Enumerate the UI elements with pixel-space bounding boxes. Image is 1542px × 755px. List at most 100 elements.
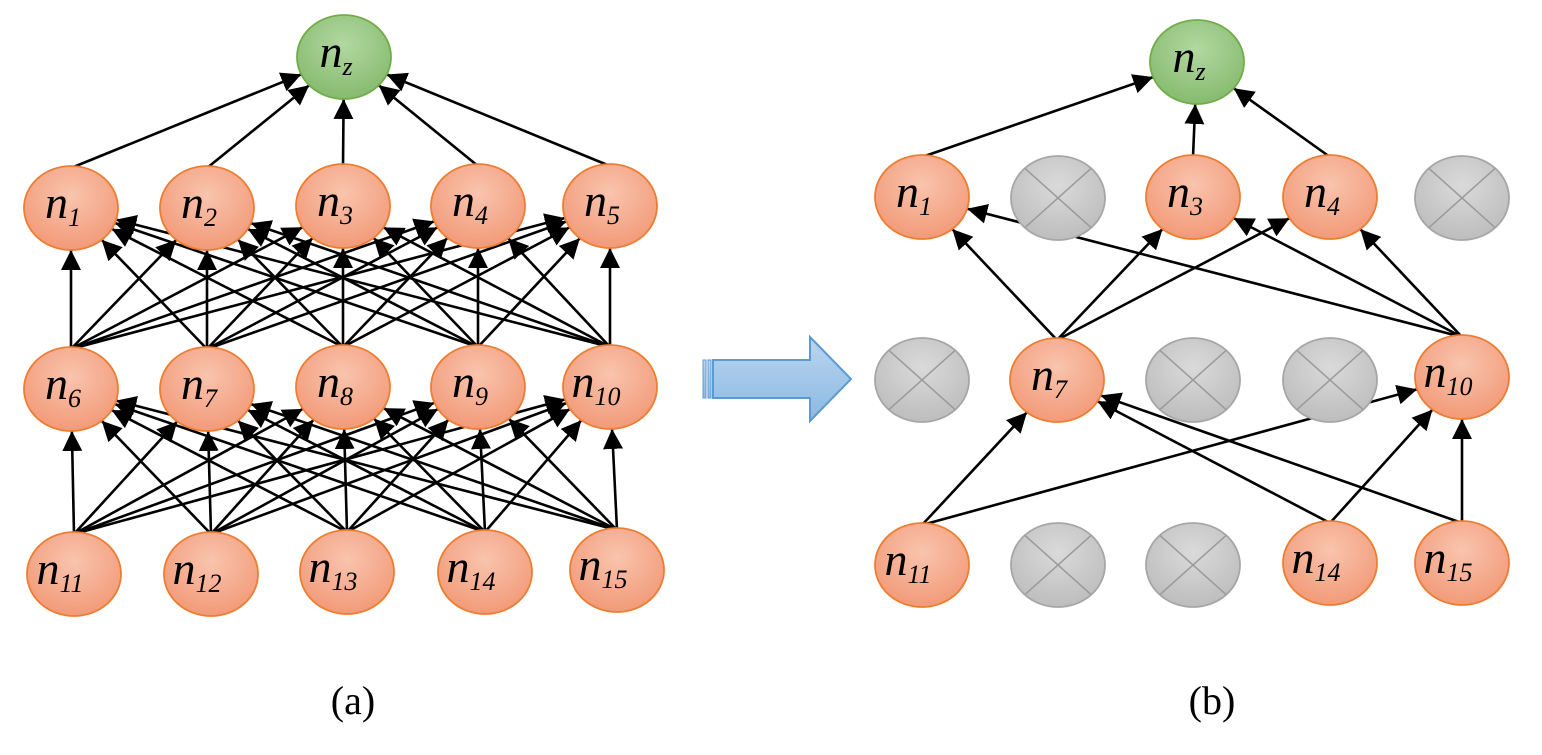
cross-mark [1024, 168, 1092, 228]
cross-mark [1159, 350, 1227, 410]
connection-edge [372, 237, 479, 348]
connection-edge [471, 428, 491, 533]
cross-mark [1296, 350, 1364, 410]
connection-edge [1233, 216, 1463, 339]
neuron-circle [1414, 520, 1510, 606]
neuron: n11 [874, 522, 970, 608]
connection-edge [198, 430, 219, 535]
neuron: n12 [163, 531, 259, 617]
connection-edge [346, 407, 571, 534]
output-neuron: nz [296, 14, 392, 100]
connection-edge [111, 408, 348, 534]
connection-edge [206, 218, 567, 351]
connection-edge [1232, 87, 1331, 159]
neuron-label: n13 [309, 541, 358, 596]
connection-edge [951, 228, 1058, 341]
neuron-label: n4 [452, 175, 488, 230]
neuron: n3 [295, 163, 391, 249]
neuron: n3 [1145, 154, 1241, 240]
neuron-label: n12 [173, 543, 222, 598]
connection-edge [386, 72, 611, 168]
neuron-label: n10 [1424, 346, 1473, 401]
neuron-label: n15 [1424, 532, 1473, 587]
neuron: n5 [562, 163, 658, 249]
connection-edge [921, 411, 1028, 526]
neuron: n15 [569, 527, 665, 613]
neuron-circle [562, 163, 658, 249]
neuron-circle [295, 163, 391, 249]
connection-edge [1329, 408, 1434, 524]
neuron: n4 [1282, 154, 1378, 240]
cross-mark [1024, 535, 1092, 595]
connection-edge [1184, 103, 1205, 158]
connection-edge [210, 418, 315, 535]
connection-edge [250, 220, 611, 349]
connection-edge [247, 408, 486, 534]
cross-mark [1428, 168, 1496, 228]
connection-edge [100, 419, 212, 535]
neuron: n1 [874, 154, 970, 240]
connection-edge [1056, 228, 1164, 341]
neuron-circle [874, 154, 970, 240]
neuron-circle [299, 529, 395, 615]
neuron: n14 [437, 529, 533, 615]
neuron-circle [437, 529, 533, 615]
connection-edge [346, 418, 450, 533]
neuron-label: n14 [447, 541, 496, 596]
neuron-label: n11 [36, 543, 83, 598]
neuron: n1 [23, 165, 119, 251]
connection-edge [1100, 392, 1463, 525]
neuron-circle [159, 346, 255, 432]
neuron: n10 [562, 344, 658, 430]
neuron-circle [163, 531, 259, 617]
neuron-circle [1149, 19, 1245, 105]
right-arrow-icon [702, 334, 853, 424]
neuron-label: n10 [572, 356, 621, 411]
connection-edge [70, 72, 302, 170]
connection-edge [1096, 400, 1331, 525]
neuron: n8 [295, 344, 391, 430]
connection-edge [100, 238, 208, 350]
neuron: n7 [1009, 337, 1105, 423]
neuron-circle [296, 14, 392, 100]
neuron-label: n3 [1167, 166, 1203, 221]
connection-edge [70, 218, 435, 351]
connection-edge [70, 238, 178, 350]
connection-edge [342, 226, 571, 349]
connection-edge [507, 417, 618, 531]
neuron: n13 [299, 529, 395, 615]
connection-edge [250, 401, 618, 532]
neuron-label: n7 [1031, 349, 1068, 404]
dropped-neuron [1145, 337, 1241, 423]
connection-edge [210, 400, 567, 536]
connection-edge [377, 84, 479, 168]
connection-edge [334, 428, 355, 533]
cross-mark [1159, 535, 1227, 595]
connection-edge [206, 237, 314, 350]
neuron: n2 [159, 165, 255, 251]
neuron: n6 [23, 346, 119, 432]
neuron-circle [23, 165, 119, 251]
connection-edge [111, 227, 344, 349]
connection-edge [507, 237, 611, 348]
dropped-neuron [874, 337, 970, 423]
neuron-circle [1282, 154, 1378, 240]
neuron: n7 [159, 346, 255, 432]
connection-edge [114, 401, 486, 534]
connection-edge [210, 407, 439, 536]
cross-mark [888, 350, 956, 410]
panel-a-caption: (a) [331, 678, 375, 723]
neuron-circle [295, 344, 391, 430]
dropped-neuron [1010, 155, 1106, 241]
neuron-circle [1282, 520, 1378, 606]
connection-edge [484, 419, 583, 533]
neuron-label: n15 [579, 539, 628, 594]
connection-edge [382, 226, 611, 349]
neuron-circle [562, 344, 658, 430]
neuron-circle [430, 163, 526, 249]
neuron-label: n3 [317, 175, 353, 230]
